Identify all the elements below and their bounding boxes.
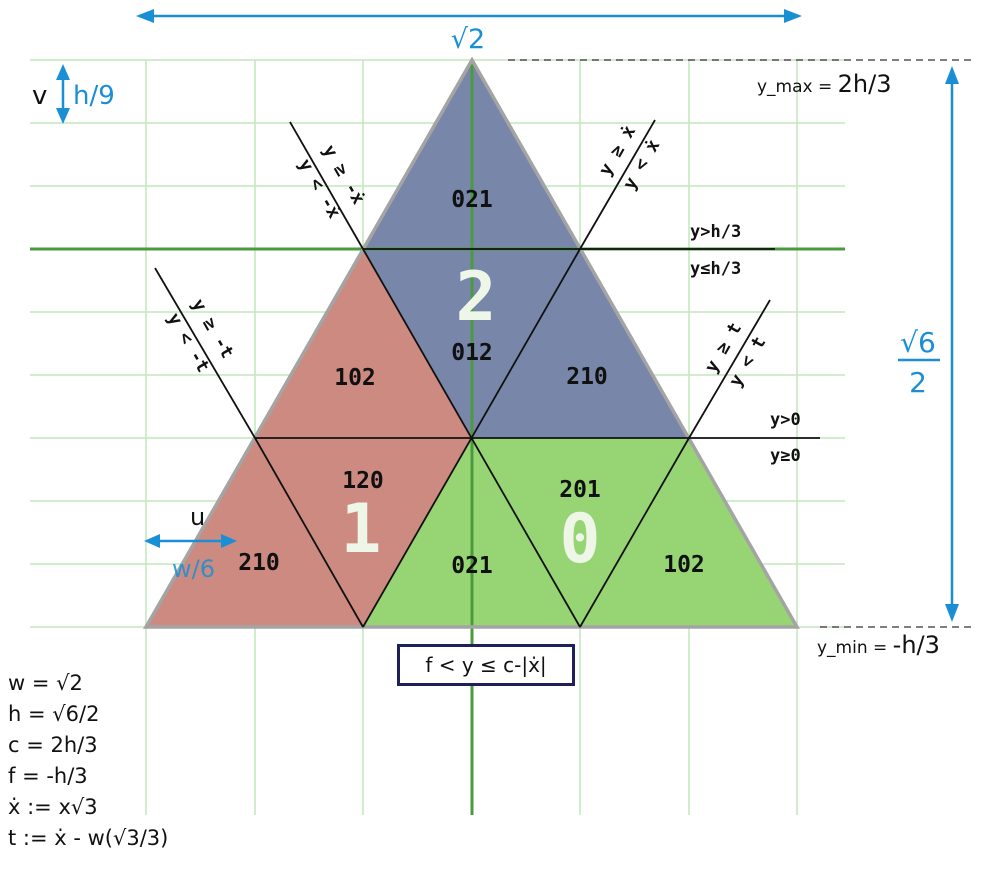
triangle-outline <box>142 56 801 629</box>
cell-label-low-center: 021 <box>451 553 493 579</box>
definition-x-dot: ẋ := x√3 <box>8 795 98 819</box>
height-numerator: √6 <box>900 326 936 359</box>
cell-label-low-right: 102 <box>663 552 705 578</box>
boundary-mid-right: y ≥ t y < t <box>701 319 771 390</box>
v-label: v <box>32 81 47 111</box>
cell-label-mid-left: 102 <box>334 365 376 391</box>
definition-t: t := ẋ - w(√3/3) <box>8 826 169 850</box>
cell-label-top: 021 <box>451 187 493 213</box>
u-label: u <box>190 503 205 531</box>
v-value: h/9 <box>73 81 115 111</box>
region-label-0: 0 <box>560 500 601 579</box>
arrow-heads <box>56 9 959 622</box>
y-max-label: y_max = 2h/3 <box>757 70 892 98</box>
dashed-guides <box>508 59 975 628</box>
boundary-h-upper-below: y≤h/3 <box>690 259 741 279</box>
definition-c: c = 2h/3 <box>8 733 98 757</box>
definition-f: f = -h/3 <box>8 764 88 788</box>
boundary-mid-left: y ≥ -t y < -t <box>163 295 238 376</box>
inequality-formula: f < y ≤ c-|ẋ| <box>425 653 547 677</box>
width-label: √2 <box>451 24 485 55</box>
definition-h: h = √6/2 <box>8 702 100 726</box>
cell-label-low-left-up: 120 <box>342 468 384 494</box>
height-denominator: 2 <box>909 366 927 399</box>
cell-label-low-right-up: 201 <box>559 477 601 503</box>
definition-w: w = √2 <box>8 671 83 695</box>
cell-labels: 021 012 102 210 120 210 021 201 102 <box>238 187 705 579</box>
subdivision-lines <box>154 119 820 628</box>
boundary-h-lower-above: y>0 <box>770 410 801 430</box>
boundary-top-right: y ≥ ẋ y < ẋ <box>595 122 665 194</box>
height-label: √6 2 <box>898 326 940 399</box>
cell-label-mid-center: 012 <box>451 340 493 366</box>
y-min-label: y_min = -h/3 <box>817 631 940 659</box>
boundary-h-lower-below: y≥0 <box>770 446 801 466</box>
u-value: w/6 <box>172 555 215 583</box>
boundary-top-left: y ≥ -ẋ y < -ẋ <box>294 141 369 222</box>
definitions-list: w = √2 h = √6/2 c = 2h/3 f = -h/3 ẋ := x… <box>8 668 168 854</box>
region-label-2: 2 <box>456 258 497 337</box>
inequality-formula-box: f < y ≤ c-|ẋ| <box>397 644 575 686</box>
dimension-arrows <box>61 14 954 608</box>
boundary-h-upper-above: y>h/3 <box>690 222 741 242</box>
cell-label-mid-right: 210 <box>566 364 608 390</box>
region-label-1: 1 <box>341 490 382 569</box>
cell-label-low-left: 210 <box>238 550 280 576</box>
